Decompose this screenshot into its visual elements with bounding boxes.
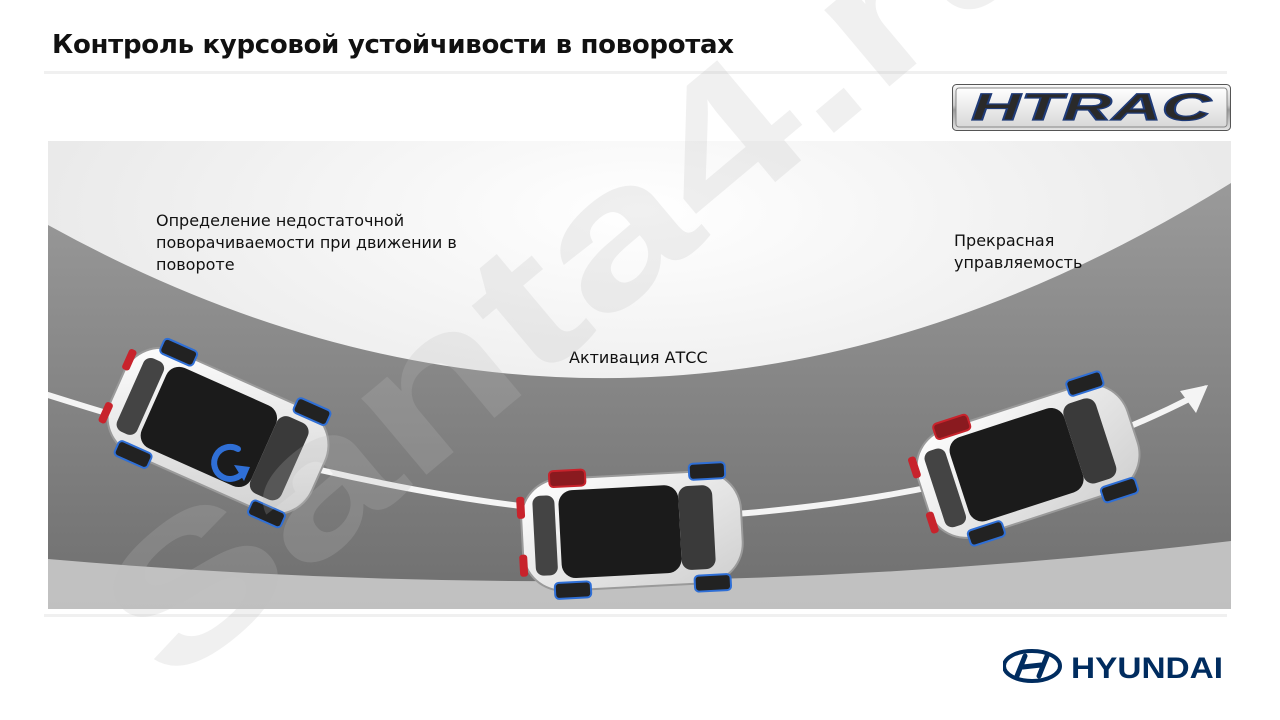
road-scene bbox=[48, 141, 1231, 609]
rotation-arrow-icon bbox=[211, 444, 250, 482]
title-divider bbox=[44, 71, 1227, 74]
htrac-logo: HTRAC bbox=[952, 84, 1231, 131]
car-atcc bbox=[516, 461, 744, 600]
htrac-logo-text: HTRAC bbox=[971, 87, 1212, 129]
label-understeer: Определение недостаточной поворачиваемос… bbox=[156, 211, 457, 274]
footer-divider bbox=[44, 614, 1227, 617]
car-understeer bbox=[98, 337, 332, 529]
label-handling: Прекрасная управляемость bbox=[954, 231, 1083, 272]
page-title: Контроль курсовой устойчивости в поворот… bbox=[52, 30, 734, 60]
hyundai-emblem-icon bbox=[1003, 649, 1062, 683]
label-atcc: Активация АТСС bbox=[569, 348, 708, 367]
hyundai-logo: HYUNDAI bbox=[1003, 649, 1223, 684]
hyundai-wordmark: HYUNDAI bbox=[1071, 652, 1223, 684]
car-handling bbox=[907, 370, 1141, 547]
